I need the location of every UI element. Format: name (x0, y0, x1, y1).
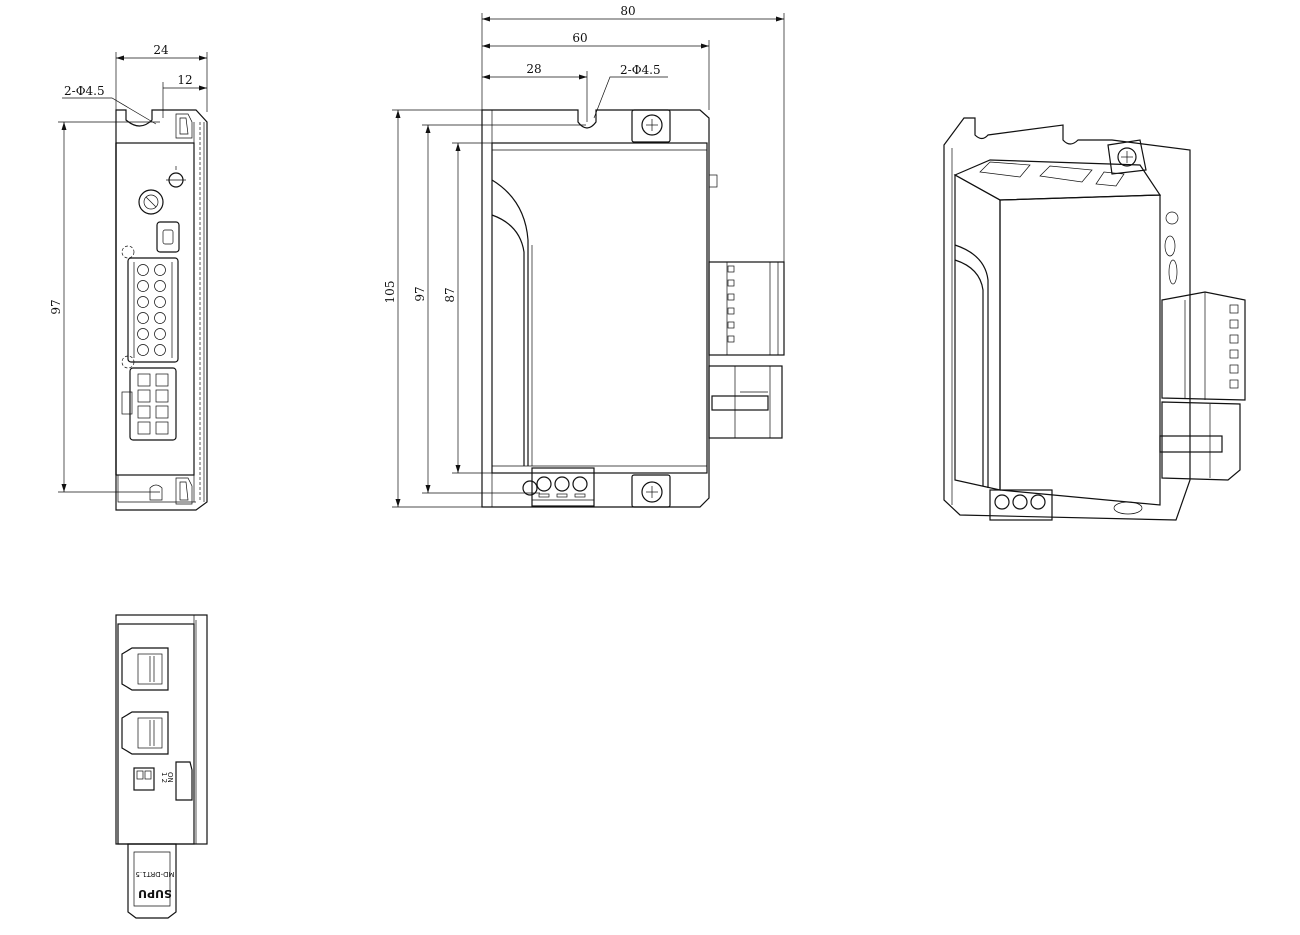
brand-logo: SUPU (138, 887, 172, 900)
dim-body-width-60: 60 (572, 31, 587, 45)
isometric-view (943, 117, 1246, 521)
dim-body-height-87: 87 (443, 287, 457, 302)
dim-total-height-105: 105 (383, 281, 397, 304)
dim-width-24: 24 (153, 43, 169, 57)
dim-hole-offset-28: 28 (526, 62, 541, 76)
dip-label: 1 2 (160, 772, 168, 783)
dip-switch: 1 2 ON (133, 767, 174, 791)
signal-terminal-iso (1161, 291, 1246, 401)
dim-half-12: 12 (177, 73, 192, 87)
bottom-terminal-iso (989, 489, 1053, 521)
front-view: 80 60 28 2-Φ4.5 105 97 (383, 4, 785, 508)
dip-sub-label: ON (166, 772, 174, 783)
bottom-view: 1 2 ON MD-DRT1.5 SUPU (115, 614, 208, 919)
screw-iso (1107, 139, 1147, 175)
pin-grid (133, 262, 173, 358)
screw-bottom (631, 474, 671, 508)
brand-tab: MD-DRT1.5 SUPU (127, 843, 177, 919)
dim-hole-spacing-97: 97 (413, 286, 427, 301)
rj45-port-bottom (121, 711, 169, 755)
dim-height-97: 97 (49, 299, 63, 314)
bottom-terminal-front (522, 467, 595, 507)
power-connector-pins (137, 373, 169, 435)
screw-top (631, 109, 671, 143)
side-view: 24 12 2-Φ4.5 97 (49, 43, 208, 511)
signal-terminal-slots (727, 265, 735, 343)
power-connector-iso (1159, 401, 1241, 481)
rj45-port-top (121, 647, 169, 691)
brand-model: MD-DRT1.5 (135, 870, 174, 878)
hole-note-front: 2-Φ4.5 (620, 63, 661, 77)
hole-note-side: 2-Φ4.5 (64, 84, 105, 98)
dim-total-width-80: 80 (620, 4, 635, 18)
